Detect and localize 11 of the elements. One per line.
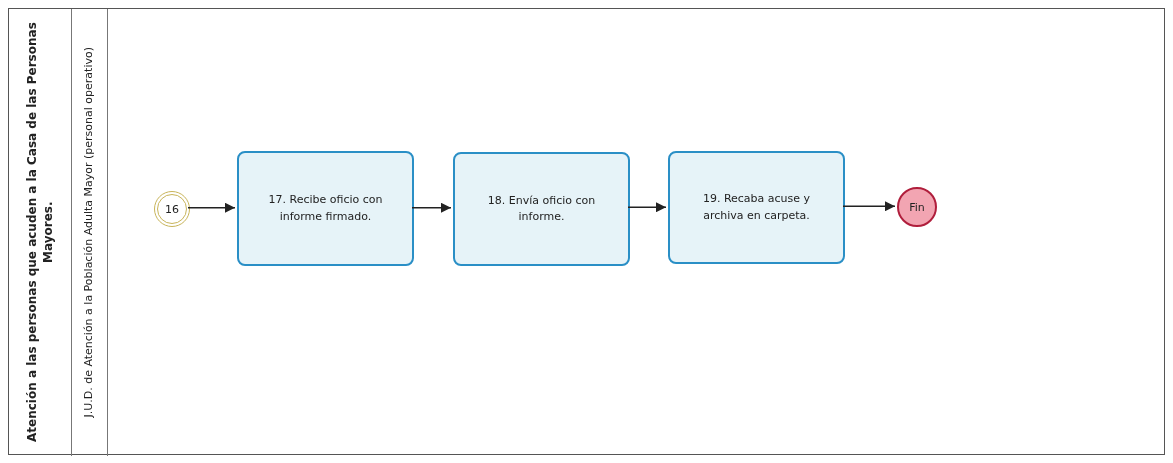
lane-label: J.U.D. de Atención a la Población Adulta Mayor (personal operativo) <box>82 47 97 418</box>
arrow <box>187 202 236 213</box>
end-event-circle: Fin <box>897 187 937 227</box>
connector-event-circle: 16 <box>154 191 190 227</box>
pool-title: Atención a las personas que acuden a la Casa de las Personas Mayores. <box>23 21 56 442</box>
arrow <box>411 202 452 213</box>
arrow <box>842 201 896 212</box>
task-box: 18. Envía oficio con informe. <box>453 152 630 266</box>
arrow <box>627 202 667 213</box>
task-box: 17. Recibe oficio con informe firmado. <box>237 151 414 266</box>
task-box: 19. Recaba acuse y archiva en carpeta. <box>668 151 845 264</box>
